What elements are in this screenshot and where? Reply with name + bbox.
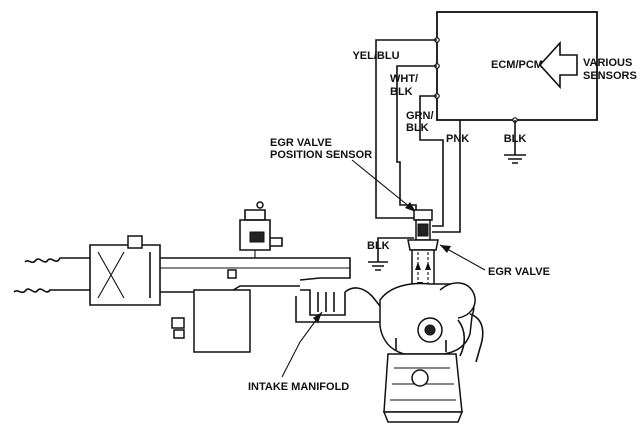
pnk-label: PNK — [446, 133, 469, 145]
engine-block — [379, 282, 484, 423]
grn-blk-label-line1: GRN/ — [406, 110, 434, 122]
egr-valve-label: EGR VALVE — [488, 266, 550, 278]
wht-blk-label-line1: WHT/ — [390, 73, 418, 85]
various-sensors-label-line2: SENSORS — [583, 70, 637, 82]
grn-blk-label-line2: BLK — [406, 122, 429, 134]
ecm-pcm-label: ECM/PCM — [491, 59, 543, 71]
air-intake-assembly — [13, 235, 351, 306]
wiring — [368, 37, 526, 271]
blk-ground-label: BLK — [367, 240, 390, 252]
egr-sensor-label-line2: POSITION SENSOR — [270, 149, 372, 161]
intake-runners — [295, 287, 381, 323]
throttle-body — [171, 201, 283, 353]
various-sensors-label-line1: VARIOUS — [583, 57, 632, 69]
blk-ecm-label: BLK — [504, 133, 527, 145]
egr-sensor-label-line1: EGR VALVE — [270, 137, 332, 149]
various-sensors-arrow — [538, 40, 578, 90]
wht-blk-label-line2: BLK — [390, 86, 413, 98]
intake-manifold-label: INTAKE MANIFOLD — [248, 381, 349, 393]
yel-blu-label: YEL/BLU — [352, 50, 399, 62]
